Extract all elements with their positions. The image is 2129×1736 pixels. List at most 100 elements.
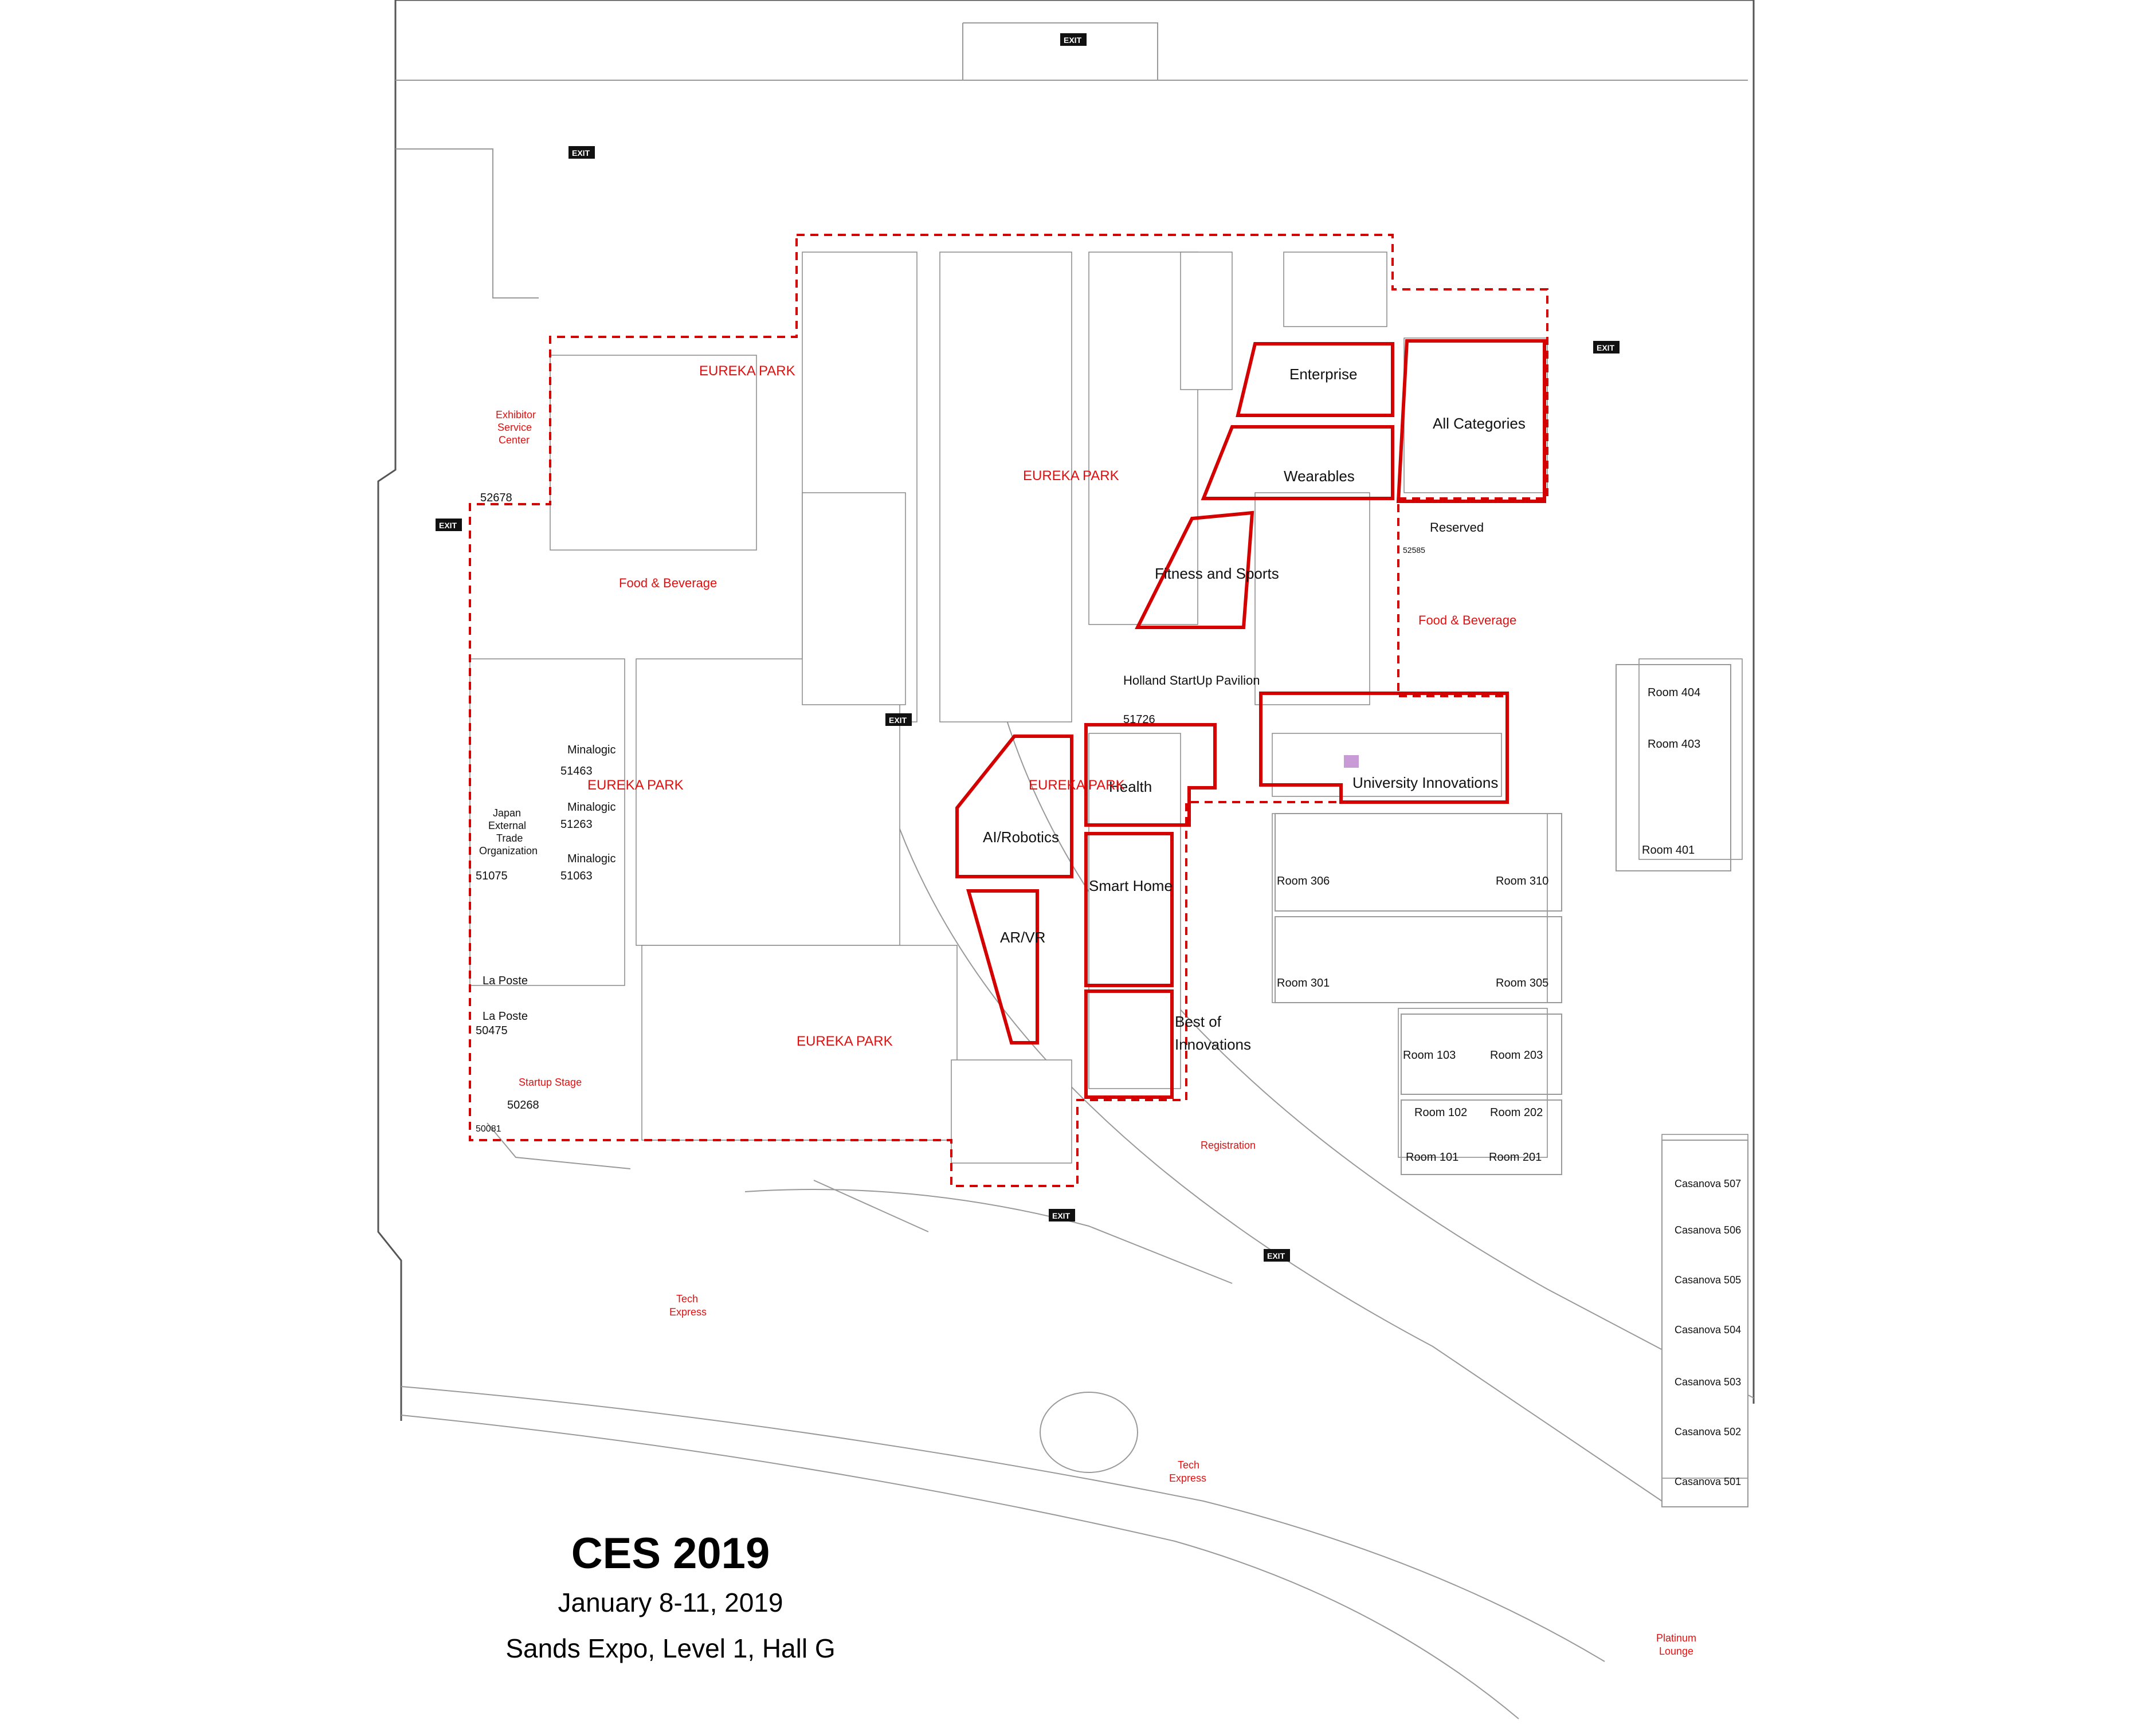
eureka-park-label: EUREKA PARK bbox=[699, 363, 795, 379]
exhibitor-la-poste: La Poste bbox=[483, 975, 528, 987]
booth-number: 51075 bbox=[476, 870, 508, 882]
exit-sign: EXIT bbox=[1049, 1209, 1075, 1222]
booth-number: 52678 bbox=[480, 492, 512, 504]
platinum-lounge-label: Lounge bbox=[1659, 1645, 1693, 1657]
zone-best-of-line2: Innovations bbox=[1175, 1036, 1251, 1053]
venue-location: Sands Expo, Level 1, Hall G bbox=[505, 1633, 836, 1663]
room-label: Room 301 bbox=[1277, 977, 1330, 989]
room-labels: Room 306 Room 310 Room 301 Room 305 Room… bbox=[1277, 686, 1741, 1487]
zone-ai-robotics-outline bbox=[955, 735, 1073, 878]
zone-wearables: Wearables bbox=[1284, 468, 1355, 485]
svg-text:EXIT: EXIT bbox=[439, 521, 457, 530]
room-label: Room 202 bbox=[1490, 1106, 1543, 1119]
room-label: Casanova 505 bbox=[1675, 1274, 1741, 1286]
booth-number: 51726 bbox=[1123, 713, 1155, 726]
exit-sign: EXIT bbox=[1264, 1249, 1290, 1262]
exit-sign: EXIT bbox=[885, 713, 912, 726]
exhibitor-service-label: Center bbox=[499, 434, 530, 446]
exhibitor-service-label: Exhibitor bbox=[496, 409, 536, 421]
building-walls bbox=[377, 0, 1755, 1719]
exit-sign: EXIT bbox=[1060, 33, 1087, 46]
room-label: Room 306 bbox=[1277, 875, 1330, 887]
exhibitor-jetro: External bbox=[488, 820, 526, 831]
exhibitor-minalogic: Minalogic bbox=[567, 853, 615, 865]
booth-number: 51263 bbox=[560, 818, 593, 831]
room-blocks bbox=[1275, 664, 1748, 1507]
room-label: Casanova 501 bbox=[1675, 1476, 1741, 1487]
exhibitor-jetro: Japan bbox=[493, 807, 521, 819]
room-label: Room 403 bbox=[1648, 738, 1700, 751]
room-label: Room 101 bbox=[1406, 1151, 1458, 1164]
svg-text:EXIT: EXIT bbox=[572, 148, 590, 158]
zone-fitness: Fitness and Sports bbox=[1155, 565, 1279, 582]
room-label: Room 305 bbox=[1496, 977, 1548, 989]
svg-text:EXIT: EXIT bbox=[1064, 36, 1082, 45]
zone-ai-robotics: AI/Robotics bbox=[983, 828, 1059, 846]
svg-text:EXIT: EXIT bbox=[1597, 343, 1615, 352]
zone-outlines bbox=[955, 339, 1546, 1099]
zone-labels: Enterprise All Categories Wearables Fitn… bbox=[983, 366, 1526, 1053]
zone-smart-home: Smart Home bbox=[1089, 877, 1173, 894]
exit-sign: EXIT bbox=[1593, 341, 1620, 354]
booth-number: 52585 bbox=[1403, 545, 1425, 555]
zone-wearables-outline bbox=[1201, 425, 1394, 500]
reserved-label: Reserved bbox=[1430, 520, 1484, 535]
booth-grids bbox=[469, 252, 1748, 1479]
eureka-park-label: EUREKA PARK bbox=[797, 1034, 893, 1049]
zone-university: University Innovations bbox=[1352, 774, 1498, 791]
highlight-booth bbox=[1344, 755, 1359, 768]
booth-labels: 52678 51726 51463 51263 51063 51075 5047… bbox=[476, 492, 1425, 1134]
zone-health-outline bbox=[1084, 723, 1217, 827]
svg-text:EXIT: EXIT bbox=[1052, 1211, 1071, 1220]
zone-health: Health bbox=[1109, 778, 1152, 795]
exhibitor-jetro: Organization bbox=[479, 845, 538, 857]
tech-express-label: Tech bbox=[1178, 1459, 1199, 1471]
room-label: Room 103 bbox=[1403, 1049, 1456, 1062]
zone-all-categories-outline bbox=[1396, 339, 1546, 503]
registration-label: Registration bbox=[1201, 1140, 1256, 1151]
zone-best-of-outline bbox=[1084, 989, 1174, 1099]
room-label: Room 201 bbox=[1489, 1151, 1542, 1164]
svg-text:EXIT: EXIT bbox=[1267, 1251, 1285, 1260]
exit-sign: EXIT bbox=[436, 519, 462, 531]
booth-number: 50268 bbox=[507, 1099, 539, 1111]
food-beverage-label: Food & Beverage bbox=[619, 576, 717, 590]
platinum-lounge-label: Platinum bbox=[1656, 1632, 1696, 1644]
booth-number: 50081 bbox=[476, 1124, 501, 1134]
room-label: Casanova 503 bbox=[1675, 1376, 1741, 1388]
eureka-park-label: EUREKA PARK bbox=[1023, 468, 1119, 484]
zone-smart-home-outline bbox=[1084, 832, 1174, 987]
zone-all-categories: All Categories bbox=[1433, 415, 1526, 432]
eureka-park-boundary bbox=[469, 234, 1548, 1187]
eureka-park-label: EUREKA PARK bbox=[1029, 777, 1125, 793]
room-label: Casanova 504 bbox=[1675, 1324, 1741, 1336]
svg-text:EXIT: EXIT bbox=[889, 716, 907, 725]
food-beverage-label: Food & Beverage bbox=[1418, 613, 1516, 627]
zone-enterprise-outline bbox=[1236, 342, 1394, 417]
zone-best-of-line1: Best of bbox=[1175, 1013, 1222, 1030]
room-label: Casanova 507 bbox=[1675, 1178, 1741, 1189]
zone-ar-vr-outline bbox=[966, 889, 1039, 1044]
exhibitor-minalogic: Minalogic bbox=[567, 744, 615, 756]
map-title: CES 2019 bbox=[571, 1529, 770, 1578]
room-label: Room 102 bbox=[1414, 1106, 1467, 1119]
room-label: Casanova 506 bbox=[1675, 1224, 1741, 1236]
eureka-park-label: EUREKA PARK bbox=[587, 777, 684, 793]
room-label: Room 203 bbox=[1490, 1049, 1543, 1062]
zone-enterprise: Enterprise bbox=[1289, 366, 1358, 383]
room-label: Room 401 bbox=[1642, 844, 1695, 857]
zone-fitness-outline bbox=[1135, 510, 1254, 629]
exhibitor-service-label: Service bbox=[497, 422, 532, 433]
area-labels: EUREKA PARK EUREKA PARK EUREKA PARK EURE… bbox=[496, 363, 1696, 1657]
exit-signs: EXIT EXIT EXIT EXIT EXIT EXIT EXIT bbox=[436, 33, 1620, 1262]
booth-number: 51463 bbox=[560, 765, 593, 777]
room-label: Room 310 bbox=[1496, 875, 1548, 887]
room-label: Room 404 bbox=[1648, 686, 1700, 699]
startup-stage-label: Startup Stage bbox=[519, 1077, 582, 1088]
tech-express-label: Tech bbox=[676, 1293, 698, 1305]
holland-pavilion-label: Holland StartUp Pavilion bbox=[1123, 673, 1260, 688]
exhibitor-minalogic: Minalogic bbox=[567, 801, 615, 814]
tech-express-label: Express bbox=[1169, 1472, 1206, 1484]
booth-number: 50475 bbox=[476, 1024, 508, 1037]
exhibitor-jetro: Trade bbox=[496, 832, 523, 844]
